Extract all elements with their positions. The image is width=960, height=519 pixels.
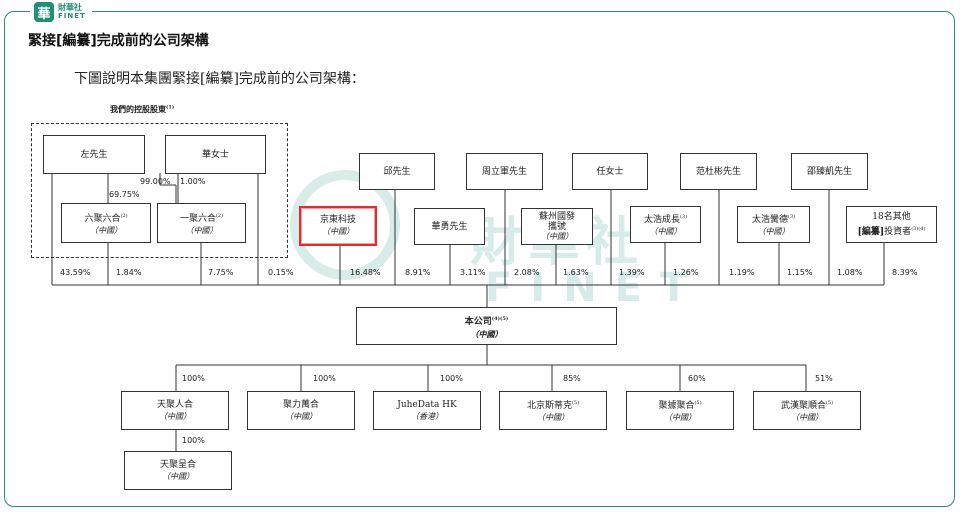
shareholder-taihao-hongde: 太浩黌德(3) （中國） <box>737 206 810 243</box>
section-heading: 緊接[編纂]完成前的公司架構 <box>28 33 209 49</box>
pct-holding-3: 7.75% <box>208 268 234 277</box>
pct-holding-15: 8.39% <box>892 268 918 277</box>
shareholder-qiu: 邱先生 <box>359 153 435 190</box>
shareholder-zhou: 周立軍先生 <box>466 153 543 190</box>
controlling-shareholders-group <box>31 123 288 258</box>
shareholder-suzhou: 蘇州國發 攜號 （中國） <box>521 208 593 245</box>
pct-sub-sub: 100% <box>182 436 205 445</box>
company-box: 本公司(4)(5) （中國） <box>356 307 617 345</box>
subsidiary-wuhan-jushunhe: 武漢聚順合(5)（中國） <box>753 391 861 430</box>
pct-yiju-zuo: 99.00% <box>140 177 171 186</box>
shareholder-yiju: 一聚六合(2) （中國） <box>157 203 246 243</box>
shareholder-18-others: 18名其他 [編纂]投資者(3)(4) <box>846 206 937 243</box>
pct-holding-4: 0.15% <box>268 268 294 277</box>
pct-sub-4: 85% <box>563 374 581 383</box>
pct-holding-5: 16.48% <box>350 268 381 277</box>
subsidiary-juju-juhe: 聚據聚合(5)（中國） <box>626 391 734 430</box>
pct-holding-9: 1.63% <box>563 268 589 277</box>
subsidiary-tianju-renhe: 天聚人合（中國） <box>121 391 229 430</box>
pct-sub-6: 51% <box>815 374 833 383</box>
pct-sub-1: 100% <box>182 374 205 383</box>
shareholder-liuju: 六聚六合(2) （中國） <box>61 203 151 243</box>
shareholder-zuo: 左先生 <box>43 135 145 174</box>
pct-holding-12: 1.19% <box>729 268 755 277</box>
pct-sub-2: 100% <box>313 374 336 383</box>
pct-sub-5: 60% <box>688 374 706 383</box>
shareholder-ren: 任女士 <box>572 153 648 190</box>
pct-holding-8: 2.08% <box>514 268 540 277</box>
pct-holding-13: 1.15% <box>787 268 813 277</box>
intro-text: 下圖說明本集團緊接[編纂]完成前的公司架構： <box>74 71 365 87</box>
pct-liuju-zuo: 69.75% <box>109 190 140 199</box>
pct-holding-6: 8.91% <box>405 268 431 277</box>
subsidiary-beijing-sidike: 北京斯蒂克(5)（中國） <box>499 391 607 430</box>
pct-holding-1: 43.59% <box>60 268 91 277</box>
shareholder-shao: 邵臻凱先生 <box>791 153 868 190</box>
finet-logo-en: FINET <box>58 12 86 20</box>
subsidiary-tianju-chenghe: 天聚呈合（中國） <box>124 451 232 490</box>
shareholder-hua: 華女士 <box>165 135 266 174</box>
pct-holding-10: 1.39% <box>619 268 645 277</box>
pct-holding-7: 3.11% <box>460 268 486 277</box>
pct-holding-14: 1.08% <box>837 268 863 277</box>
finet-logo-cn: 財華社 <box>58 3 82 12</box>
finet-logo: 華 財華社 FINET <box>30 1 92 23</box>
shareholder-jd-tech: 京東科技 （中國） <box>299 206 377 246</box>
shareholder-fan: 范杜彬先生 <box>680 153 757 190</box>
subsidiary-juhedata-hk: JuheData HK（香港） <box>373 391 481 430</box>
pct-yiju-hua: 1.00% <box>180 177 206 186</box>
shareholder-taihao-growth: 太浩成長(3) （中國） <box>630 206 701 243</box>
document-frame <box>4 11 955 507</box>
subsidiary-juli-wanhe: 聚力萬合（中國） <box>247 391 355 430</box>
controlling-shareholders-label: 我們的控股股東(1) <box>110 104 175 114</box>
pct-holding-11: 1.26% <box>673 268 699 277</box>
shareholder-huayong: 華勇先生 <box>414 208 485 245</box>
pct-holding-2: 1.84% <box>116 268 142 277</box>
pct-sub-3: 100% <box>440 374 463 383</box>
finet-logo-mark: 華 <box>34 2 54 22</box>
